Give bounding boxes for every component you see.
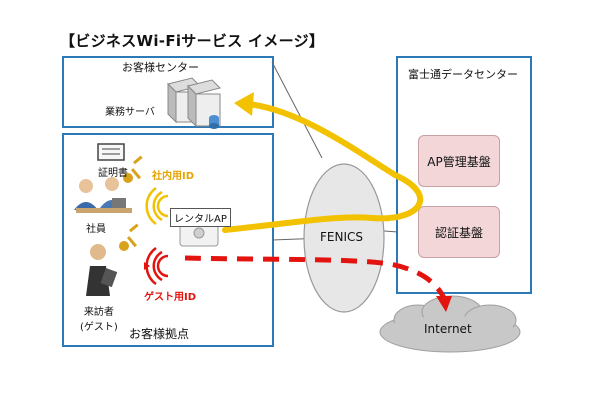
- auth-label: 認証基盤: [434, 225, 483, 240]
- guest-flow-arrowhead: [436, 296, 452, 312]
- server-icon: [167, 77, 221, 129]
- employees-icon: [74, 177, 132, 213]
- customer-center-label: お客様センター: [122, 61, 199, 74]
- guest-flow-arrow: [184, 255, 447, 300]
- employee-label: 社員: [86, 224, 106, 235]
- fenics-network-shape: [303, 163, 385, 313]
- visitor-label: 来訪者 (ゲスト): [80, 303, 118, 333]
- visitor-icon: [86, 244, 118, 296]
- wifi-internal-icon: [145, 186, 169, 226]
- customer-site-label: お客様拠点: [129, 327, 190, 341]
- guest-id-label: ゲスト用ID: [144, 292, 197, 303]
- internal-flow-arrowhead: [234, 92, 254, 116]
- center-to-network-line: [271, 61, 323, 159]
- datacenter-label: 富士通データセンター: [408, 68, 518, 81]
- server-label: 業務サーバ: [105, 107, 155, 118]
- internal-id-label: 社内用ID: [152, 171, 195, 182]
- fenics-label: FENICS: [320, 230, 363, 244]
- certificate-label: 証明書: [98, 168, 128, 179]
- ap-management-label: AP管理基盤: [427, 154, 491, 169]
- certificate-icon: [97, 143, 125, 161]
- ap-management-node: AP管理基盤: [418, 135, 500, 187]
- guest-wifi-arrow-icon: [144, 262, 150, 270]
- customer-site-box: [62, 133, 274, 347]
- internet-label: Internet: [424, 322, 472, 336]
- rental-ap-label: レンタルAP: [170, 208, 231, 227]
- visitor-label-line1: 来訪者: [83, 307, 114, 318]
- visitor-label-line2: (ゲスト): [80, 322, 118, 333]
- guest-key-icon: [119, 223, 139, 251]
- internal-key-icon: [123, 155, 143, 183]
- internal-flow-arrow: [222, 101, 424, 233]
- auth-node: 認証基盤: [418, 206, 500, 258]
- diagram-title: 【ビジネスWi-Fiサービス イメージ】: [60, 32, 325, 50]
